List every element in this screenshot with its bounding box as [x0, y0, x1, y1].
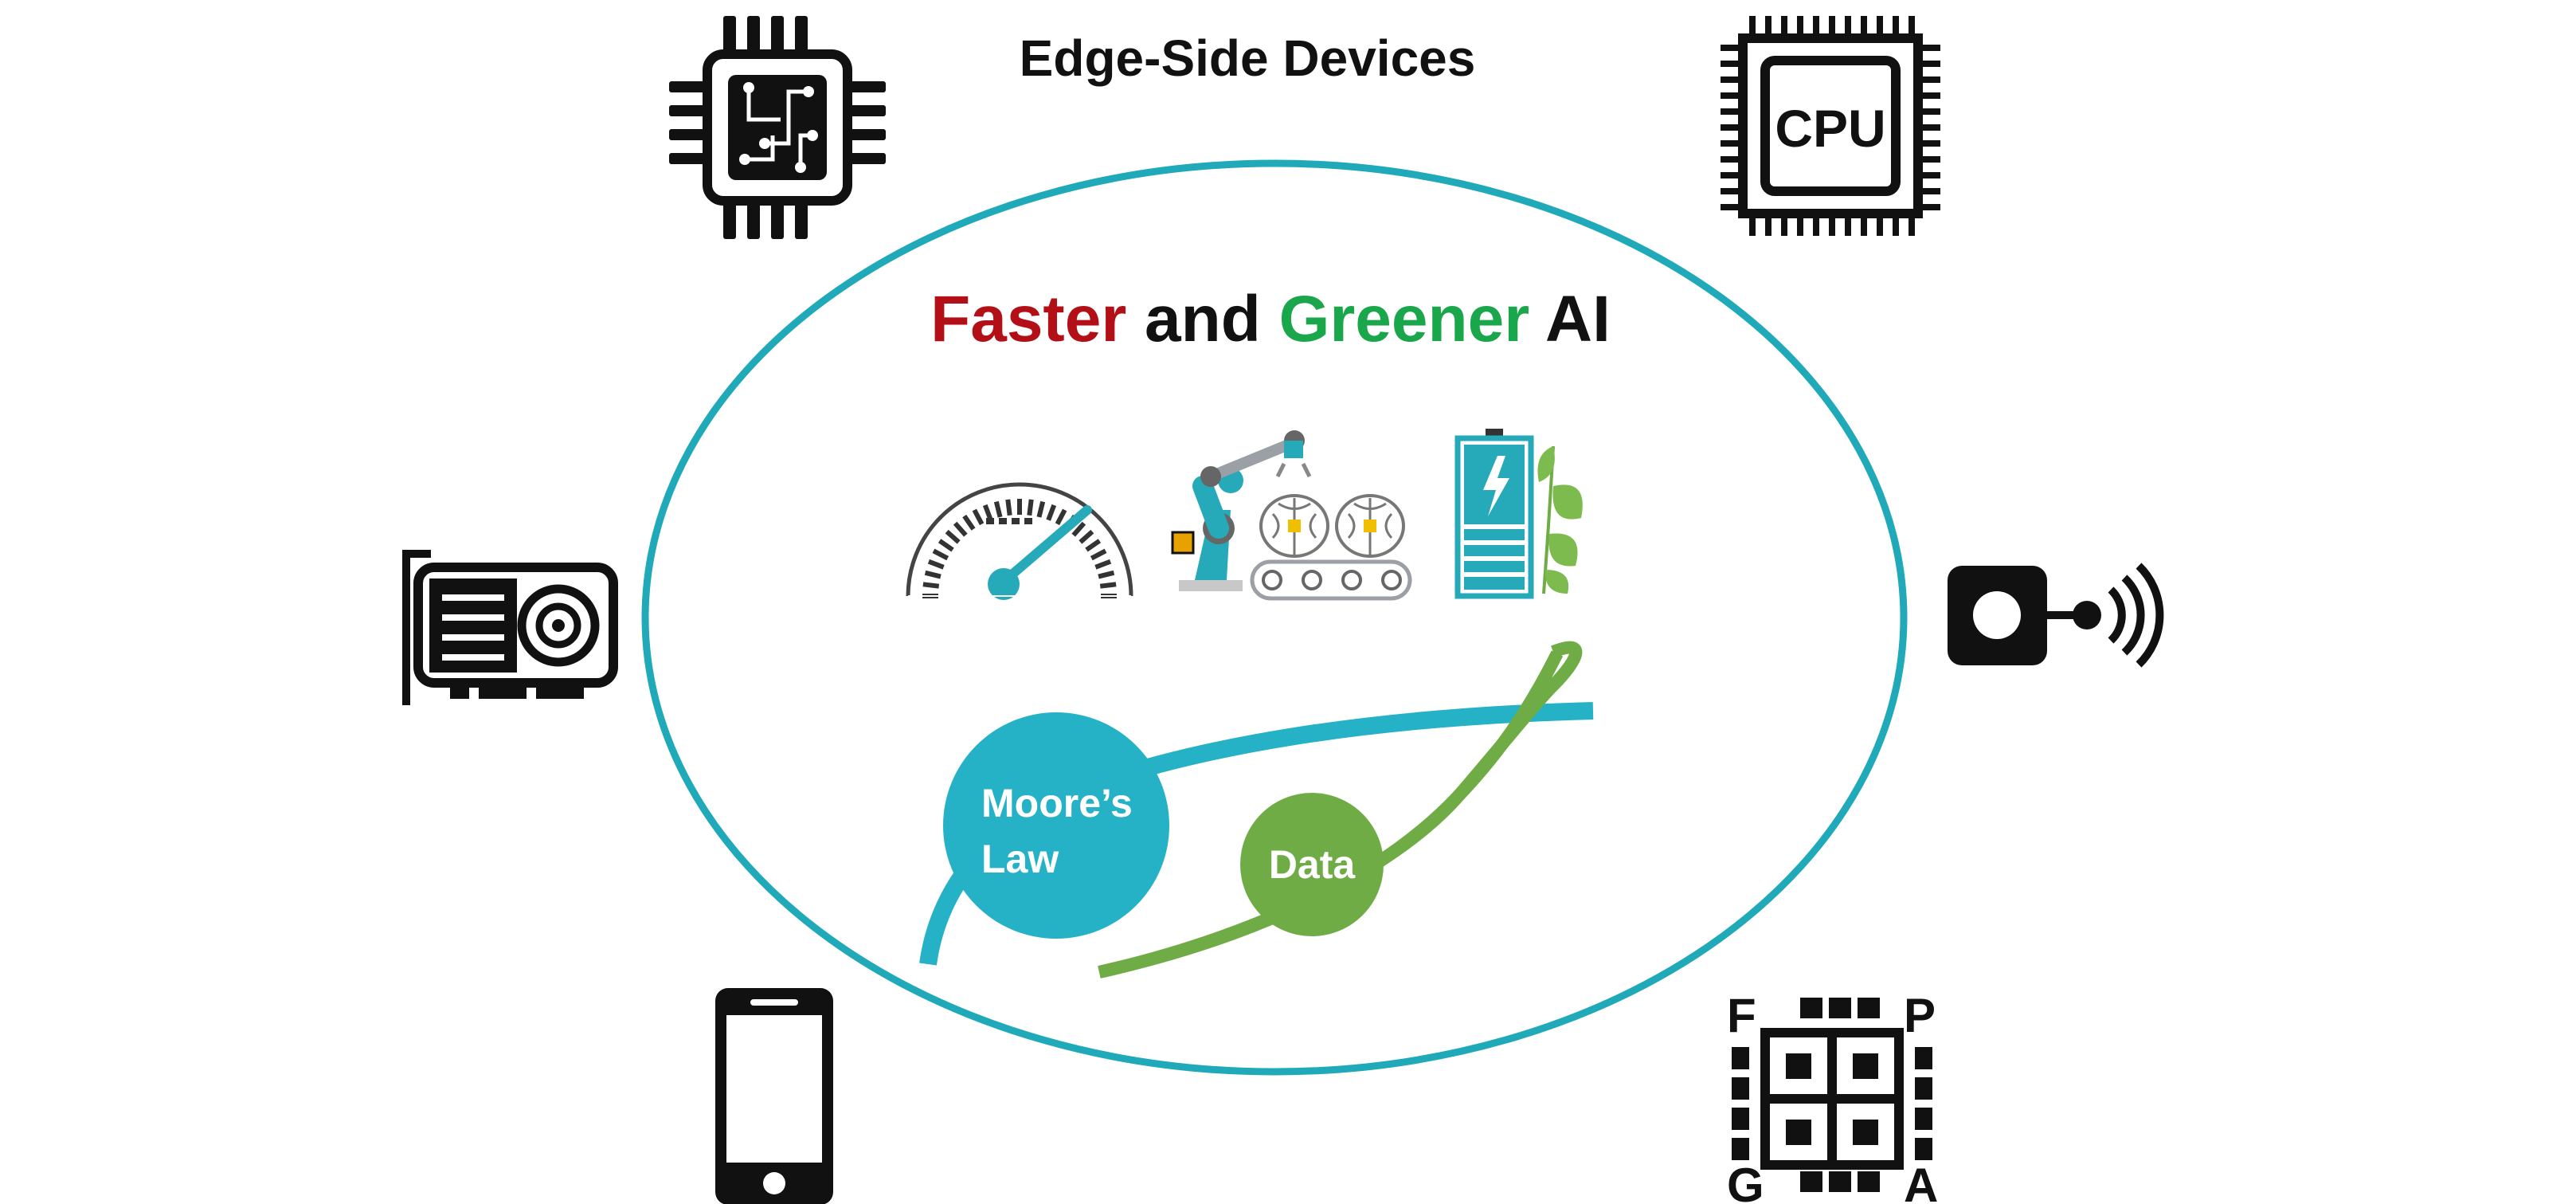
cpu-pin — [1918, 45, 1940, 51]
cpu-pin — [1765, 16, 1771, 38]
ecosystem-ellipse — [641, 159, 1908, 1076]
cpu-pin — [1721, 108, 1743, 115]
speedometer-tick — [972, 508, 985, 526]
cpu-pin — [1721, 76, 1743, 83]
cpu-pin — [1721, 188, 1743, 194]
cpu-pin — [1893, 16, 1899, 38]
cpu-pin — [1721, 124, 1743, 131]
leaf-icon — [1537, 445, 1583, 594]
cpu-pin — [1918, 108, 1940, 115]
cpu-pin — [1781, 16, 1787, 38]
speedometer-tick — [1098, 570, 1115, 579]
microchip-icon — [669, 16, 886, 239]
speedometer-tick — [1046, 504, 1057, 521]
cpu-pin — [1813, 16, 1819, 38]
data-label: Data — [1269, 842, 1357, 887]
cpu-pin — [1918, 124, 1940, 131]
cpu-pin — [1829, 214, 1835, 236]
title-faster: Faster — [930, 283, 1126, 355]
cpu-pin — [1829, 16, 1835, 38]
cpu-icon: CPU — [1721, 16, 1940, 236]
cpu-pin — [1765, 214, 1771, 236]
cpu-pin — [1918, 156, 1940, 163]
speedometer-tick — [1055, 508, 1067, 526]
cpu-pin — [1909, 16, 1915, 38]
cpu-pin — [1918, 204, 1940, 210]
title-ai: AI — [1529, 283, 1611, 355]
moores-law-bubble: Moore’s Law — [943, 712, 1169, 939]
speedometer-tick — [1071, 521, 1086, 537]
fpga-icon: F P G A — [1727, 989, 1938, 1204]
speedometer-tick — [1085, 539, 1102, 552]
cpu-pin — [1877, 214, 1883, 236]
cpu-pin — [1845, 214, 1851, 236]
cpu-pin — [1909, 214, 1915, 236]
speedometer-tick — [932, 548, 949, 561]
cpu-pin — [1721, 92, 1743, 99]
conveyor-belt-icon — [1250, 559, 1412, 601]
cpu-pin — [1749, 16, 1756, 38]
speedometer-tick — [1036, 500, 1046, 518]
speedometer-tick — [1079, 529, 1094, 544]
cpu-pin — [1721, 45, 1743, 51]
speedometer-tick — [953, 521, 968, 537]
cpu-pin — [1797, 16, 1803, 38]
cpu-pin — [1918, 188, 1940, 194]
cpu-pin — [1749, 214, 1756, 236]
speedometer-tick — [982, 504, 993, 521]
cpu-pin — [1861, 214, 1867, 236]
smartphone-icon — [715, 988, 833, 1204]
cpu-pin — [1721, 156, 1743, 163]
cpu-pin — [1845, 16, 1851, 38]
battery-icon — [1454, 429, 1534, 599]
cpu-pin — [1721, 140, 1743, 147]
fpga-letter-p: P — [1904, 989, 1936, 1042]
title-greener: Greener — [1279, 283, 1530, 355]
speedometer-tick — [1027, 499, 1034, 516]
speedometer-tick — [1005, 499, 1012, 516]
robot-arm-icon — [1171, 430, 1312, 591]
cpu-pin — [1918, 172, 1940, 178]
speedometer-tick — [962, 514, 976, 531]
cpu-pin — [1861, 16, 1867, 38]
speedometer-tick — [938, 539, 954, 552]
cpu-pin — [1918, 76, 1940, 83]
main-title: Faster and Greener AI — [930, 283, 1611, 355]
speedometer-tick — [922, 582, 940, 589]
fpga-letter-g: G — [1727, 1159, 1764, 1204]
cpu-pin — [1721, 204, 1743, 210]
cpu-pin — [1877, 16, 1883, 38]
speedometer-tick — [927, 559, 945, 570]
brain-chip-icon — [1259, 494, 1329, 558]
cpu-pin — [1918, 92, 1940, 99]
speedometer-icon — [906, 482, 1133, 600]
moores-law-label-line2: Law — [981, 837, 1059, 881]
data-curve-main — [1098, 650, 1564, 978]
title-and: and — [1126, 283, 1278, 355]
speedometer-tick — [945, 529, 961, 544]
moores-law-label-line1: Moore’s — [981, 781, 1133, 826]
page-title: Edge-Side Devices — [1020, 29, 1476, 87]
cpu-pin — [1918, 61, 1940, 67]
iot-sensor-icon — [1948, 563, 2164, 668]
cpu-pin — [1813, 214, 1819, 236]
fpga-letter-a: A — [1904, 1159, 1938, 1204]
cpu-pin — [1721, 61, 1743, 67]
speedometer-tick — [924, 570, 942, 579]
cpu-pin — [1797, 214, 1803, 236]
speedometer-tick — [1099, 582, 1117, 589]
graphics-card-icon — [402, 550, 618, 705]
fpga-letter-f: F — [1727, 989, 1756, 1042]
data-bubble: Data — [1240, 793, 1384, 936]
speedometer-tick — [993, 500, 1003, 518]
cpu-pin — [1781, 214, 1787, 236]
speedometer-tick — [1094, 559, 1112, 570]
cpu-label: CPU — [1775, 99, 1885, 158]
cpu-pin — [1721, 172, 1743, 178]
speedometer-tick — [1090, 548, 1107, 561]
brain-chip-icon-2 — [1335, 494, 1405, 558]
cpu-pin — [1918, 140, 1940, 147]
cpu-pin — [1893, 214, 1899, 236]
